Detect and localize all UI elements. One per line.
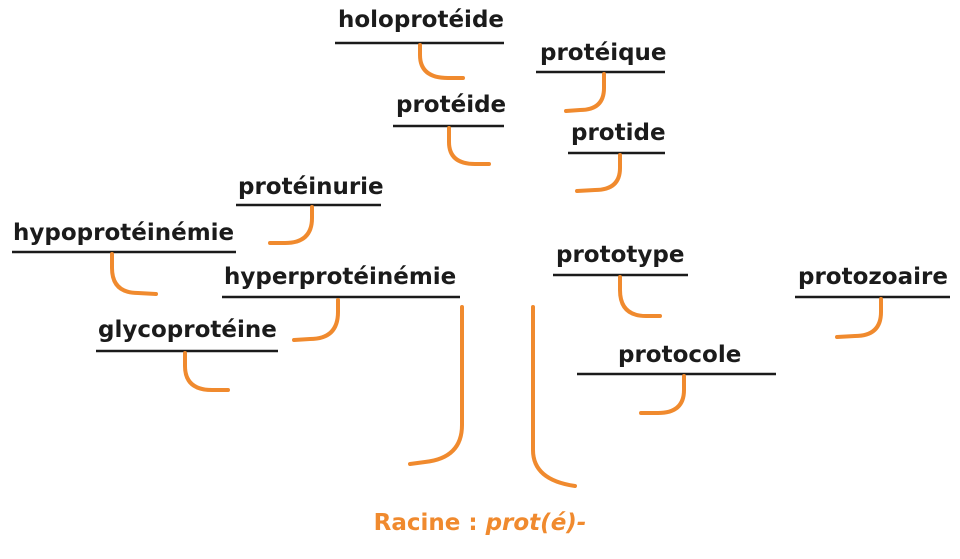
branch-holoproteide (418, 43, 465, 80)
word-hyperproteinemie: hyperprotéinémie (224, 264, 457, 290)
word-proteique: protéique (540, 40, 667, 66)
branch-protide (575, 153, 622, 193)
root-caption-label: Racine : (373, 510, 486, 536)
word-proteinurie: protéinurie (238, 174, 384, 200)
trunk-left (408, 305, 464, 466)
branch-protozoaire (835, 297, 883, 339)
word-prototype: prototype (556, 242, 685, 268)
branch-glyco-left (183, 351, 230, 392)
branch-protocole (639, 374, 686, 415)
word-proteide: protéide (396, 92, 507, 118)
word-protocole: protocole (618, 342, 742, 368)
word-protozoaire: protozoaire (798, 264, 948, 290)
root-caption-value: prot(é)- (485, 510, 587, 536)
branch-hypoproteinemie (110, 252, 158, 296)
branch-proteique (564, 72, 606, 113)
root-caption: Racine : prot(é)- (0, 510, 960, 536)
branch-glycoproteine (292, 298, 340, 342)
word-protide: protide (571, 120, 666, 146)
branch-proteinurie (268, 205, 314, 245)
branch-proteide (447, 126, 491, 166)
branch-prototype (618, 275, 662, 318)
word-glycoproteine: glycoprotéine (98, 317, 277, 343)
word-holoproteide: holoprotéide (338, 7, 505, 33)
trunk-right (531, 305, 577, 488)
word-hypoproteinemie: hypoprotéinémie (13, 220, 235, 246)
